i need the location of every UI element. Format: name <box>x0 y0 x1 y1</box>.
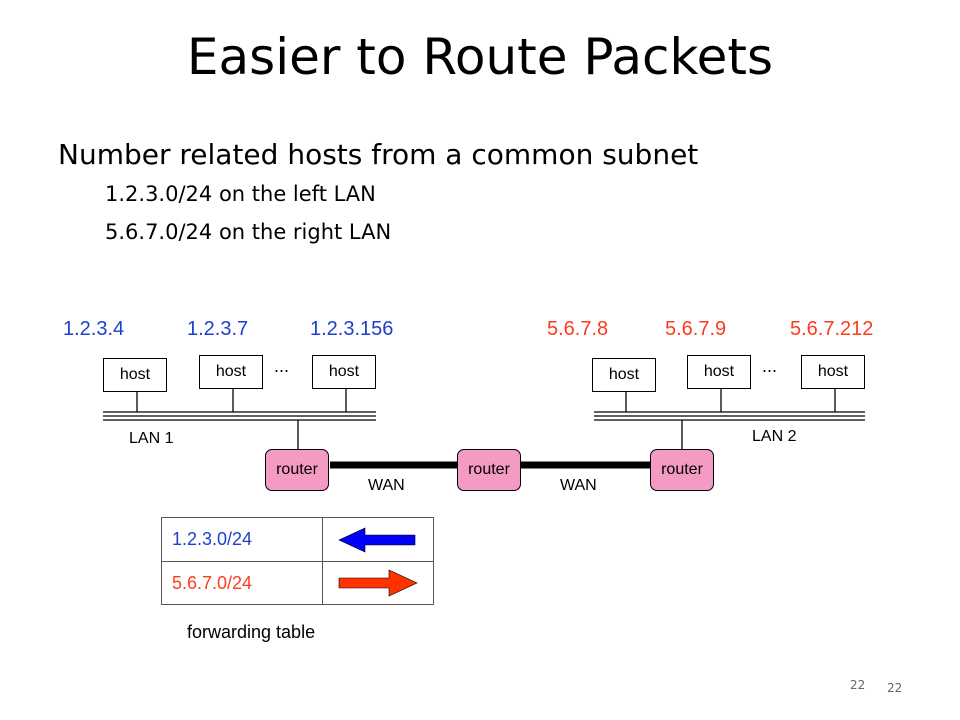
ellipsis: ... <box>274 356 290 376</box>
host-box: host <box>103 358 167 392</box>
forwarding-table: 1.2.3.0/24 5.6.7.0/24 <box>161 517 434 605</box>
router-right: router <box>650 449 714 491</box>
slide-title: Easier to Route Packets <box>186 28 774 86</box>
page-number: 22 <box>850 678 866 692</box>
lan1-bus <box>103 411 376 421</box>
ip-label-left: 1.2.3.4 <box>63 318 125 340</box>
arrow-left-icon <box>338 527 416 553</box>
forwarding-entry-prefix: 5.6.7.0/24 <box>172 573 253 593</box>
ellipsis: ... <box>762 356 778 376</box>
ip-label-right: 5.6.7.8 <box>547 318 609 340</box>
page-number: 22 <box>887 681 903 695</box>
forwarding-table-caption: forwarding table <box>187 622 316 642</box>
wan-label-left: WAN <box>368 477 405 494</box>
lan2-bus <box>594 411 865 421</box>
host-box: host <box>312 355 376 389</box>
forwarding-entry-prefix: 1.2.3.0/24 <box>172 529 253 549</box>
ip-label-right: 5.6.7.9 <box>665 318 727 340</box>
ip-label-right: 5.6.7.212 <box>790 318 874 340</box>
arrow-right-icon <box>338 569 418 597</box>
router-left: router <box>265 449 329 491</box>
wan-label-right: WAN <box>560 477 597 494</box>
table-divider-horizontal <box>162 561 433 562</box>
ip-label-left: 1.2.3.7 <box>187 318 249 340</box>
lan1-label: LAN 1 <box>129 430 174 447</box>
lan2-label: LAN 2 <box>752 428 797 445</box>
bullet-right-subnet: 5.6.7.0/24 on the right LAN <box>105 220 392 244</box>
host-box: host <box>687 355 751 389</box>
bullet-left-subnet: 1.2.3.0/24 on the left LAN <box>105 182 376 206</box>
host-box: host <box>199 355 263 389</box>
router-middle: router <box>457 449 521 491</box>
host-box: host <box>592 358 656 392</box>
host-box: host <box>801 355 865 389</box>
bullet-main: Number related hosts from a common subne… <box>58 138 699 171</box>
ip-label-left: 1.2.3.156 <box>310 318 394 340</box>
